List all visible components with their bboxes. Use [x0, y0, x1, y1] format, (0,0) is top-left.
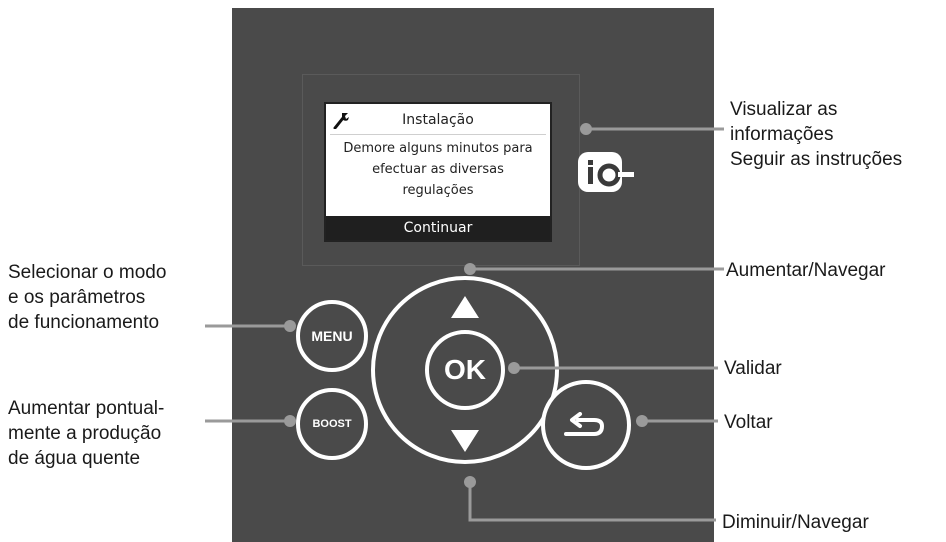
label-line: Selecionar o modo	[8, 262, 167, 283]
menu-button[interactable]: MENU	[296, 300, 368, 372]
up-arrow-icon[interactable]	[451, 296, 479, 318]
continue-button[interactable]: Continuar	[326, 216, 550, 240]
label-line: informações	[730, 124, 834, 145]
decrease-label: Diminuir/Navegar	[722, 512, 869, 533]
message-line: efectuar as diversas	[372, 162, 504, 177]
lcd-screen: Instalação Demore alguns minutos para ef…	[324, 102, 552, 242]
increase-label: Aumentar/Navegar	[726, 260, 886, 281]
screen-title: Instalação	[402, 112, 474, 128]
message-line: regulações	[402, 183, 474, 198]
label-line: mente a produção	[8, 423, 162, 444]
label-line: Aumentar pontual-	[8, 398, 165, 419]
label-line: e os parâmetros	[8, 287, 146, 308]
menu-label: Selecionar o modo e os parâmetros de fun…	[8, 260, 166, 335]
label-line: Visualizar as	[730, 99, 838, 120]
boost-button[interactable]: BOOST	[296, 388, 368, 460]
return-arrow-icon	[564, 412, 605, 436]
label-line: Seguir as instruções	[730, 149, 903, 170]
display-label: Visualizar as informações Seguir as inst…	[730, 97, 902, 172]
boost-label: Aumentar pontual- mente a produção de ág…	[8, 396, 164, 471]
back-button[interactable]	[541, 380, 631, 470]
io-logo: io	[578, 152, 634, 192]
down-arrow-icon[interactable]	[451, 430, 479, 452]
wrench-icon	[333, 113, 349, 129]
ok-button[interactable]: OK	[425, 330, 505, 410]
label-line: de água quente	[8, 448, 141, 469]
screen-message: Demore alguns minutos para efectuar as d…	[330, 138, 546, 201]
screen-header: Instalação	[330, 106, 546, 135]
message-line: Demore alguns minutos para	[343, 141, 533, 156]
validate-label: Validar	[724, 358, 782, 379]
back-label: Voltar	[724, 412, 773, 433]
label-line: de funcionamento	[8, 312, 160, 333]
